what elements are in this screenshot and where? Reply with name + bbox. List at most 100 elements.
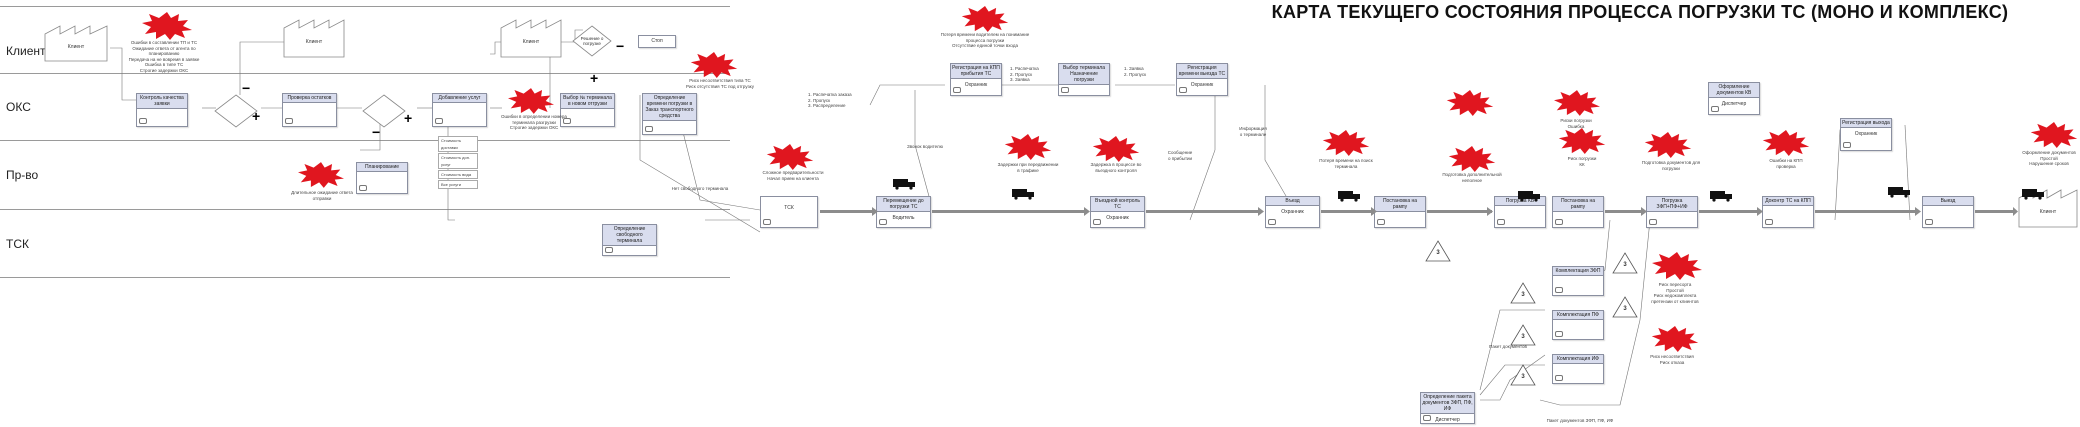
- problem-note: Потеря времени водителем на понимание пр…: [940, 32, 1030, 48]
- services-list-item: Стоимость вида: [438, 170, 478, 179]
- problem-note: Риск погрузки КК: [1567, 156, 1597, 167]
- problem-burst-icon: [142, 12, 192, 40]
- process-box-komplektaciya-zfp: Комплектация ЗФП: [1552, 266, 1604, 296]
- role-label: Охранник: [1854, 131, 1878, 137]
- process-icon: [1925, 219, 1933, 225]
- problem-note: Риск пересорта Простой Риск недокомплект…: [1651, 282, 1699, 304]
- process-icon: [1555, 375, 1563, 381]
- process-box-opredelenie-paketa: Определение пакета документов ЗФП, ПФ, И…: [1420, 392, 1475, 424]
- problem-burst-icon: [1448, 146, 1496, 172]
- process-title: Погрузка ЗФП+ПФ+ИФ: [1647, 197, 1697, 212]
- process-icon: [953, 87, 961, 93]
- truck-icon: [1518, 191, 1540, 202]
- process-icon: [1555, 331, 1563, 337]
- inventory-triangle-icon: [1612, 296, 1638, 318]
- problem-burst-icon: [2030, 122, 2078, 148]
- problem-burst-icon: [690, 52, 738, 78]
- process-title: Постановка на рампу: [1375, 197, 1425, 212]
- process-box-vyezd: Въезд Охранник: [1265, 196, 1320, 228]
- plus-sign: +: [404, 110, 413, 126]
- lane-label-tsk: ТСК: [6, 237, 29, 251]
- process-box-postanovka-rampa: Постановка на рампу: [1374, 196, 1426, 228]
- problem-note: Подготовка документов для погрузки: [1641, 160, 1701, 171]
- lane-separator: [0, 73, 730, 74]
- services-list: Стоимость доставки Стоимость доп. услуг …: [438, 136, 478, 190]
- decision-label: Решение о погрузке: [580, 36, 604, 46]
- process-box-opredelenie-svobodnogo: Определение свободного терминала: [602, 224, 657, 256]
- process-box-komplektaciya-pf: Комплектация ПФ: [1552, 310, 1604, 340]
- process-box-tsk: ТСК: [760, 196, 818, 228]
- client-factory-2: [283, 19, 345, 58]
- process-box-registraciya-vyezda: Регистрация времени выезда ТС Охранник: [1176, 63, 1228, 96]
- decision-diamond-1: [214, 94, 258, 128]
- process-title: Выезд: [1923, 197, 1973, 206]
- process-title: Выбор терминала Назначение погрузки: [1059, 64, 1109, 85]
- process-title: Добавление услуг: [433, 94, 486, 103]
- inventory-triangle-icon: [1425, 240, 1451, 262]
- client-label-2: Клиент: [305, 39, 323, 45]
- role-label: Диспетчер: [1435, 417, 1460, 423]
- process-icon: [1711, 106, 1719, 112]
- process-box-planirovanie: Планирование: [356, 162, 408, 194]
- process-box-oformlenie: Оформление документов КВ Диспетчер: [1708, 82, 1760, 115]
- problem-burst-icon: [298, 162, 344, 188]
- diagram-title: КАРТА ТЕКУЩЕГО СОСТОЯНИЯ ПРОЦЕССА ПОГРУЗ…: [1271, 2, 2009, 22]
- client-factory-3: [500, 19, 562, 58]
- truck-icon: [1012, 189, 1034, 200]
- problem-burst-icon: [1651, 326, 1699, 352]
- process-icon: [879, 219, 887, 225]
- flow-note: Нет свободного терминала: [671, 186, 729, 191]
- process-box-registraciya-vyhoda: Регистрация выхода Охранник: [1840, 118, 1892, 151]
- problem-burst-icon: [1554, 90, 1600, 116]
- inventory-triangle-icon: [1510, 282, 1536, 304]
- flow-note: Пакет документов ЗФП, ПФ, ИФ: [1546, 418, 1614, 423]
- process-icon: [1555, 287, 1563, 293]
- decision-diamond-2: [362, 94, 406, 128]
- process-icon: [1649, 219, 1657, 225]
- process-icon: [139, 118, 147, 124]
- lane-separator: [0, 209, 730, 210]
- problem-burst-icon: [1092, 136, 1140, 162]
- client-label-1: Клиент: [67, 44, 85, 50]
- inventory-triangle-icon: [1612, 252, 1638, 274]
- problem-note: Риск несоответствия типа ТС Риск отсутст…: [686, 78, 754, 89]
- process-title: Перемещение до погрузки ТС: [877, 197, 930, 212]
- role-label: Диспетчер: [1721, 101, 1747, 107]
- process-icon: [1497, 219, 1505, 225]
- lane-separator: [0, 277, 730, 278]
- role-label: Охранник: [964, 82, 988, 88]
- problem-note: Длительное ожидание ответа отправки: [291, 190, 353, 201]
- truck-icon: [1888, 187, 1910, 198]
- process-box-vyezd-final: Выезд: [1922, 196, 1974, 228]
- process-box-komplektaciya-if: Комплектация ИФ: [1552, 354, 1604, 384]
- process-title: Регистрация на КПП прибытия ТС: [951, 64, 1001, 79]
- services-list-item: Стоимость доп. услуг: [438, 153, 478, 169]
- problem-burst-icon: [1558, 128, 1606, 154]
- process-icon: [1268, 219, 1276, 225]
- problem-note: Риски погрузки Ошибка: [1560, 118, 1592, 129]
- plus-sign: +: [590, 70, 599, 86]
- process-title: Доконтр ТС на КПП: [1763, 197, 1813, 206]
- process-icon: [763, 219, 771, 225]
- role-label: Водитель: [892, 215, 915, 221]
- problem-note: Ошибки в определении номера терминала ра…: [501, 114, 567, 130]
- problem-burst-icon: [961, 6, 1009, 32]
- flow-note: 1. Распечатка 2. Пропуск 3. Заявка: [1010, 66, 1039, 82]
- stop-box: Стоп: [638, 35, 676, 48]
- process-icon: [1093, 219, 1101, 225]
- process-icon: [1377, 219, 1385, 225]
- process-icon: [563, 118, 571, 124]
- process-box-vybor-terminala: Выбор терминала Назначение погрузки: [1058, 63, 1110, 96]
- process-icon: [1843, 142, 1851, 148]
- lane-label-client: Клиент: [6, 44, 46, 58]
- process-title: Регистрация выхода: [1841, 119, 1891, 128]
- lane-separator: [0, 140, 730, 141]
- flow-note: 1. Заявка 2. Пропуск: [1124, 66, 1147, 77]
- role-label: Охранник: [1190, 82, 1214, 88]
- problem-note: Риск несоответствия Риск отказа: [1650, 354, 1694, 365]
- process-box-dokontrol: Доконтр ТС на КПП: [1762, 196, 1814, 228]
- process-title: ТСК: [784, 205, 794, 211]
- problem-burst-icon: [1762, 130, 1810, 156]
- plus-sign: +: [252, 108, 261, 124]
- decision-diamond-3: [572, 25, 612, 57]
